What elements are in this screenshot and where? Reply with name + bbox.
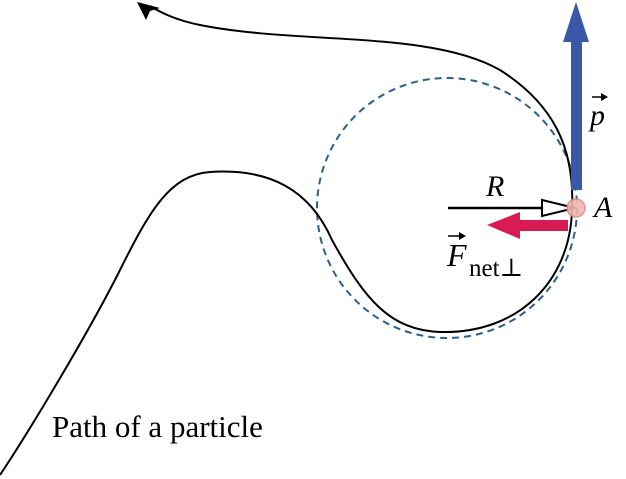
particle-point xyxy=(566,198,586,218)
svg-text:F: F xyxy=(446,237,467,273)
net-force-arrow xyxy=(487,212,568,239)
point-label: A xyxy=(592,191,613,224)
radius-label: R xyxy=(485,170,504,203)
path-caption: Path of a particle xyxy=(52,409,263,444)
path-direction-arrowhead xyxy=(137,2,160,20)
momentum-label: p xyxy=(588,93,608,132)
particle-path xyxy=(0,5,574,476)
force-label: F net⊥ xyxy=(446,232,523,282)
svg-text:p: p xyxy=(588,99,605,132)
momentum-arrow xyxy=(563,2,589,190)
radius-arrow xyxy=(448,198,576,218)
force-subscript: net⊥ xyxy=(469,255,523,282)
